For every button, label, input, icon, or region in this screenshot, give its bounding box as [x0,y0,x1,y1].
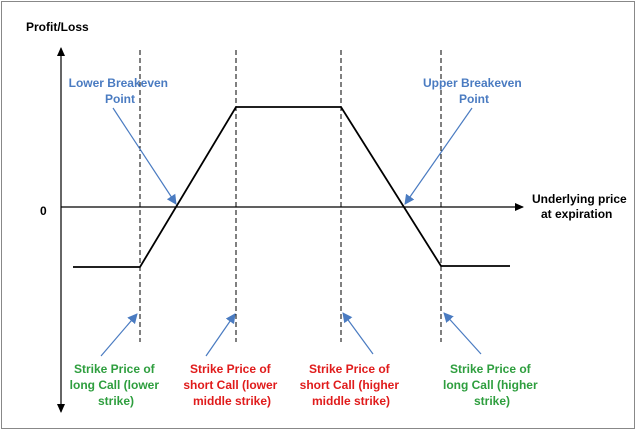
lower-breakeven-arrow [112,107,177,205]
strike-arrow-long-lower [100,313,138,357]
y-axis-label: Profit/Loss [26,20,89,34]
strike-arrow-short-higher-middle [342,312,374,355]
upper-breakeven-arrow [404,107,473,205]
strike-arrow-short-lower-middle [205,313,236,357]
strike-label-long-lower: Strike Price of long Call (lower strike) [70,362,163,408]
strike-arrow-long-higher [443,312,482,355]
strike-label-long-higher: Strike Price of long Call (higher strike… [443,362,541,408]
upper-breakeven-label: Upper Breakeven Point [423,76,525,106]
payoff-line [73,106,510,268]
strike-label-short-higher-middle: Strike Price of short Call (higher middl… [300,362,403,408]
x-axis-label-line2: at expiration [541,207,612,221]
x-axis-label-line1: Underlying price [532,192,627,206]
zero-label: 0 [40,204,47,218]
strike-label-short-lower-middle: Strike Price of short Call (lower middle… [183,362,280,408]
lower-breakeven-label: Lower Breakeven Point [69,76,172,106]
